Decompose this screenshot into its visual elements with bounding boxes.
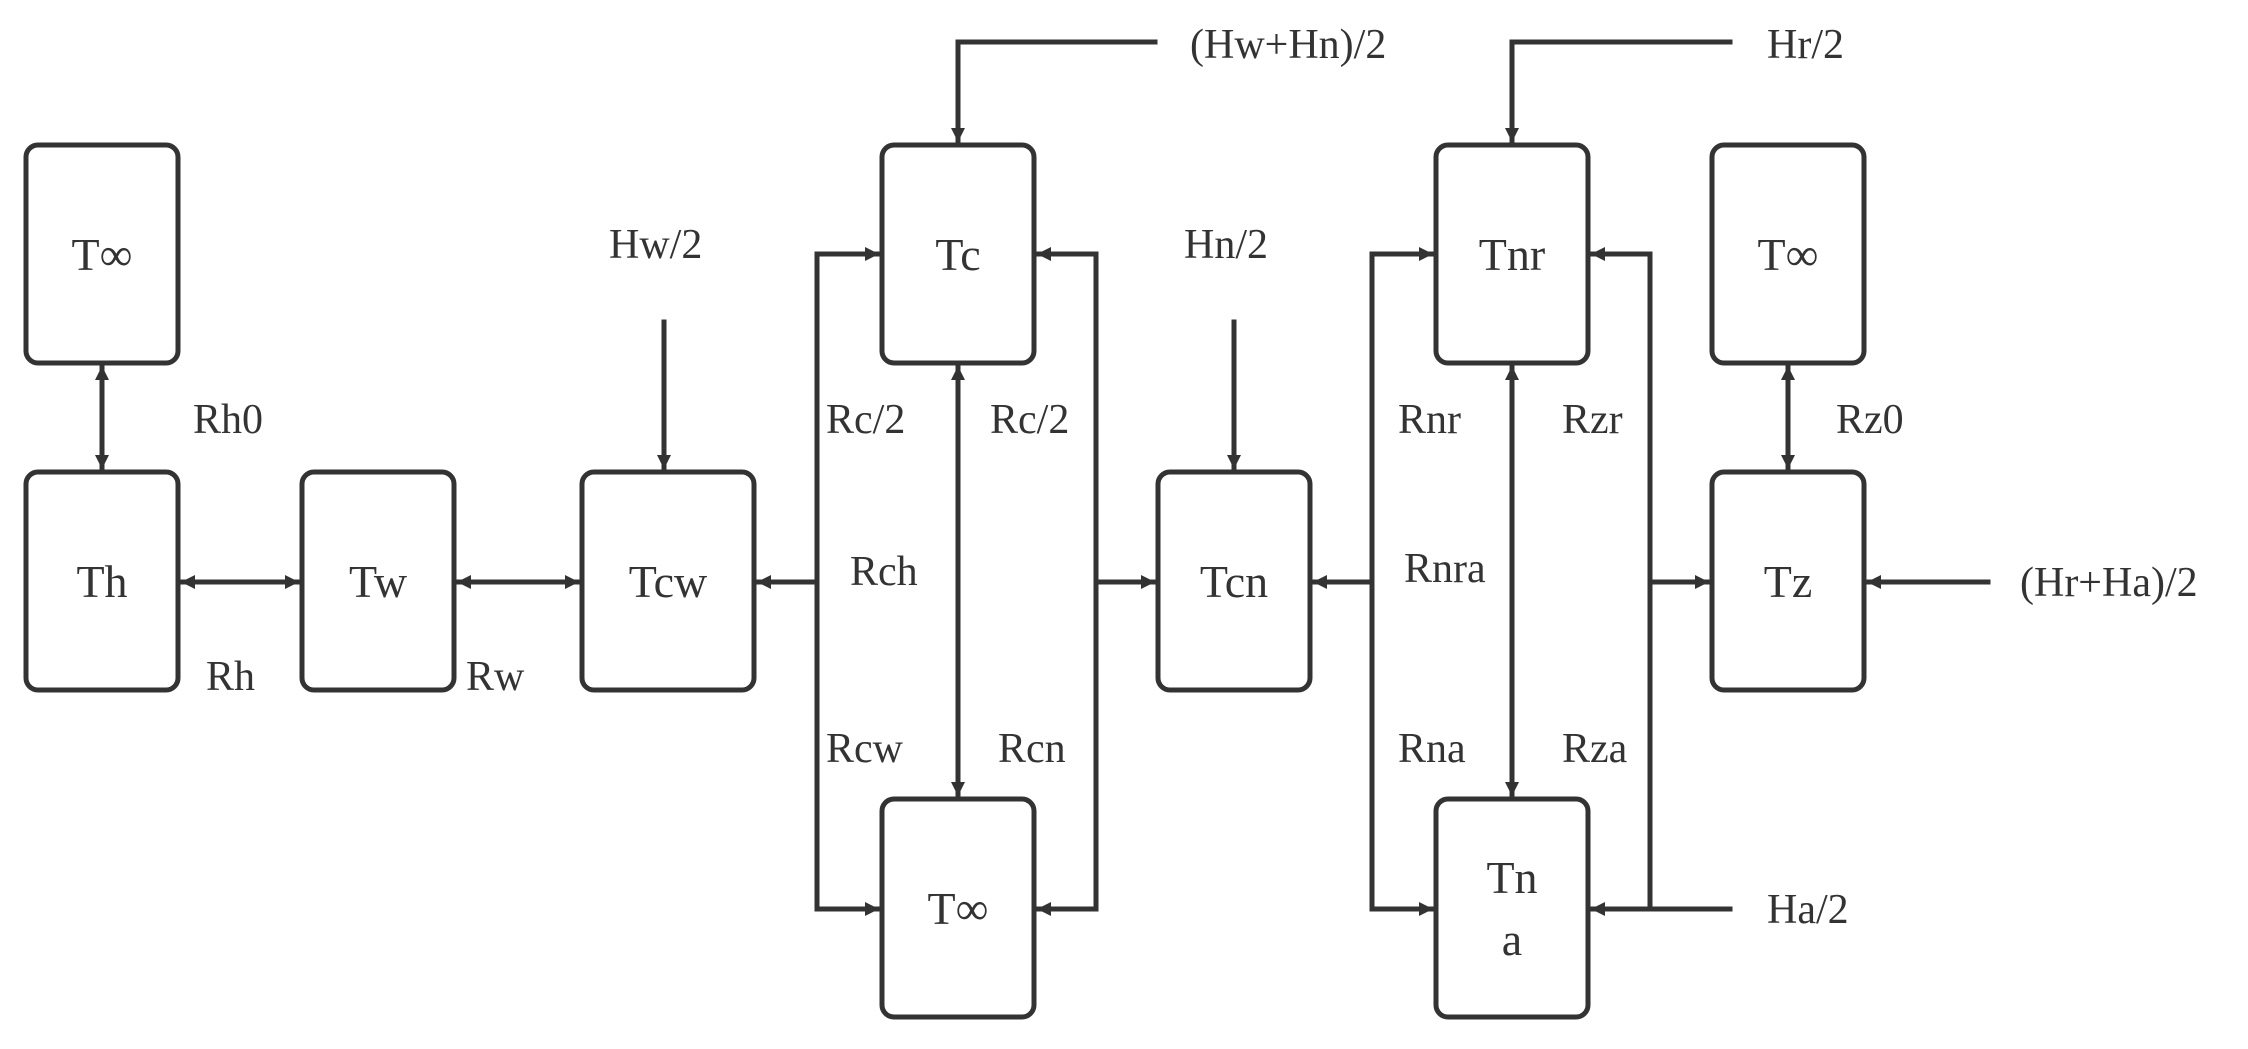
- node-label: Th: [76, 556, 127, 607]
- label-rc2-right: Rc/2: [990, 397, 1069, 443]
- node-th: Th: [23, 469, 181, 693]
- label-hn2: Hn/2: [1184, 222, 1268, 268]
- label-rc2-left: Rc/2: [826, 397, 905, 443]
- node-tnr: Tnr: [1433, 142, 1591, 366]
- node-tcw: Tcw: [579, 469, 757, 693]
- label-hw2: Hw/2: [609, 222, 702, 268]
- node-tna: Tn a: [1433, 796, 1591, 1020]
- node-tz: Tz: [1709, 469, 1867, 693]
- label-rch: Rch: [850, 549, 918, 595]
- node-label-line2: a: [1502, 914, 1522, 965]
- label-rza: Rza: [1562, 726, 1628, 772]
- label-rcw: Rcw: [826, 726, 904, 772]
- label-hr2: Hr/2: [1767, 22, 1844, 68]
- label-rz0: Rz0: [1836, 397, 1904, 443]
- node-t-inf-left: T∞: [23, 142, 181, 366]
- node-tcn: Tcn: [1155, 469, 1313, 693]
- node-label: Tz: [1764, 556, 1813, 607]
- node-tw: Tw: [299, 469, 457, 693]
- node-label: T∞: [928, 883, 989, 934]
- label-rh: Rh: [206, 654, 255, 700]
- label-rw: Rw: [466, 654, 525, 700]
- node-label: T∞: [72, 229, 133, 280]
- label-rh0: Rh0: [193, 397, 263, 443]
- label-rcn: Rcn: [998, 726, 1066, 772]
- label-rnra: Rnra: [1404, 546, 1486, 592]
- node-label: T∞: [1758, 229, 1819, 280]
- label-rna: Rna: [1398, 726, 1466, 772]
- node-label-line1: Tn: [1486, 852, 1537, 903]
- node-t-inf-bottom: T∞: [879, 796, 1037, 1020]
- node-label: Tcn: [1200, 556, 1268, 607]
- node-label: Tc: [935, 229, 980, 280]
- arrow-hw-hn: [951, 39, 1158, 145]
- label-hr-ha: (Hr+Ha)/2: [2020, 560, 2198, 606]
- node-t-inf-right: T∞: [1709, 142, 1867, 366]
- node-label: Tcw: [629, 556, 708, 607]
- label-rzr: Rzr: [1562, 397, 1623, 443]
- label-rnr: Rnr: [1398, 397, 1461, 443]
- node-label: Tw: [349, 556, 408, 607]
- node-tc: Tc: [879, 142, 1037, 366]
- arrow-hr2: [1505, 39, 1733, 145]
- node-label: Tnr: [1479, 229, 1545, 280]
- label-ha2: Ha/2: [1767, 887, 1849, 933]
- label-hw-hn: (Hw+Hn)/2: [1190, 22, 1386, 68]
